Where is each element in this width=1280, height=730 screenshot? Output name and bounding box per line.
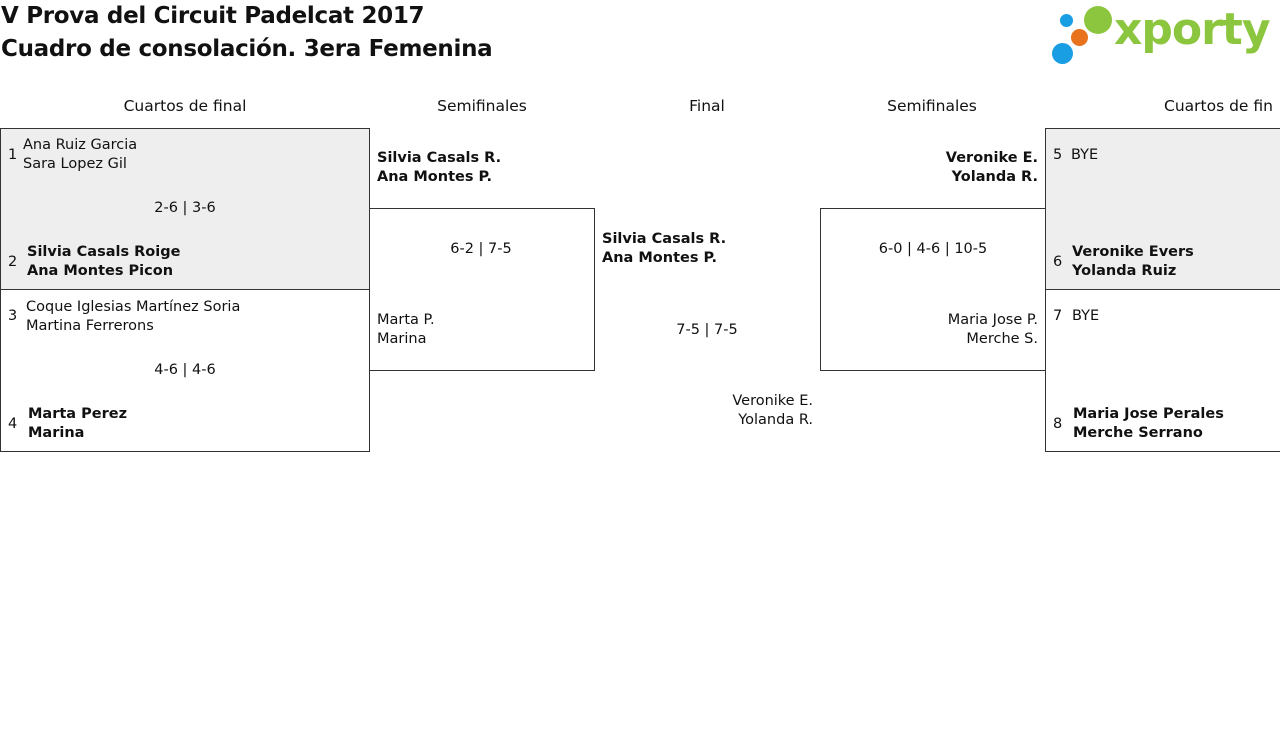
match-score: 2-6 | 3-6 bbox=[154, 200, 216, 216]
round-header-right-quarterfinals: Cuartos de fin bbox=[1164, 97, 1273, 115]
team-player-winner: Silvia Casals Roige bbox=[27, 244, 181, 260]
left-qf-match-2[interactable]: 3 Coque Iglesias Martínez Soria Martina … bbox=[0, 289, 370, 452]
final-team-top-player: Ana Montes P. bbox=[602, 250, 718, 266]
left-sf-match[interactable]: 6-2 | 7-5 Marta P. Marina bbox=[369, 208, 595, 371]
left-sf-team-bottom-player: Marina bbox=[377, 331, 427, 347]
page-subtitle: Cuadro de consolación. 3era Femenina bbox=[1, 36, 493, 62]
team-player: Sara Lopez Gil bbox=[23, 156, 127, 172]
team-player-winner: Marina bbox=[28, 425, 85, 441]
final-team-bottom-player: Veronike E. bbox=[732, 393, 813, 409]
left-sf-team-top-player: Silvia Casals R. bbox=[377, 150, 502, 166]
match-score: 6-2 | 7-5 bbox=[450, 241, 512, 257]
round-header-final: Final bbox=[689, 97, 725, 115]
right-sf-team-top-player: Yolanda R. bbox=[951, 169, 1038, 185]
team-player: BYE bbox=[1072, 308, 1100, 324]
team-player: Martina Ferrerons bbox=[26, 318, 154, 334]
match-score: 4-6 | 4-6 bbox=[154, 362, 216, 378]
team-player-winner: Veronike Evers bbox=[1072, 244, 1194, 260]
seed-number: 4 bbox=[8, 416, 18, 432]
left-sf-team-top-player: Ana Montes P. bbox=[377, 169, 493, 185]
round-header-right-semifinals: Semifinales bbox=[887, 97, 977, 115]
seed-number: 3 bbox=[8, 308, 18, 324]
team-player-winner: Ana Montes Picon bbox=[27, 263, 174, 279]
round-header-left-quarterfinals: Cuartos de final bbox=[123, 97, 247, 115]
right-qf-match-2[interactable]: 7 BYE 8 Maria Jose Perales Merche Serran… bbox=[1045, 289, 1280, 452]
logo-dot-blue-large-icon bbox=[1052, 43, 1073, 64]
team-player-winner: Merche Serrano bbox=[1073, 425, 1203, 441]
seed-number: 7 bbox=[1053, 308, 1063, 324]
team-player-winner: Yolanda Ruiz bbox=[1072, 263, 1177, 279]
seed-number: 5 bbox=[1053, 147, 1063, 163]
seed-number: 2 bbox=[8, 254, 18, 270]
logo-dot-green-icon bbox=[1084, 6, 1112, 34]
team-player: Ana Ruiz Garcia bbox=[23, 137, 138, 153]
match-score: 6-0 | 4-6 | 10-5 bbox=[878, 241, 988, 257]
left-sf-team-bottom-player: Marta P. bbox=[377, 312, 435, 328]
team-player-winner: Marta Perez bbox=[28, 406, 128, 422]
logo-wordmark: xporty bbox=[1114, 4, 1271, 55]
final-team-top-player: Silvia Casals R. bbox=[602, 231, 727, 247]
seed-number: 6 bbox=[1053, 254, 1063, 270]
team-player-winner: Maria Jose Perales bbox=[1073, 406, 1224, 422]
right-sf-team-top-player: Veronike E. bbox=[945, 150, 1038, 166]
logo-dot-blue-small-icon bbox=[1060, 14, 1073, 27]
right-qf-match-1[interactable]: 5 BYE 6 Veronike Evers Yolanda Ruiz bbox=[1045, 128, 1280, 290]
round-header-left-semifinals: Semifinales bbox=[437, 97, 527, 115]
team-player: BYE bbox=[1071, 147, 1099, 163]
right-sf-team-bottom-player: Maria Jose P. bbox=[947, 312, 1038, 328]
right-sf-match[interactable]: 6-0 | 4-6 | 10-5 Maria Jose P. Merche S. bbox=[820, 208, 1046, 371]
seed-number: 8 bbox=[1053, 416, 1063, 432]
right-sf-team-bottom-player: Merche S. bbox=[966, 331, 1038, 347]
team-player: Coque Iglesias Martínez Soria bbox=[26, 299, 241, 315]
final-team-bottom-player: Yolanda R. bbox=[738, 412, 813, 428]
left-qf-match-1[interactable]: 1 Ana Ruiz Garcia Sara Lopez Gil 2-6 | 3… bbox=[0, 128, 370, 290]
page-title: V Prova del Circuit Padelcat 2017 bbox=[1, 3, 425, 29]
logo-dot-orange-icon bbox=[1071, 29, 1088, 46]
xporty-logo[interactable]: xporty bbox=[1050, 4, 1276, 66]
seed-number: 1 bbox=[8, 147, 18, 163]
final-score: 7-5 | 7-5 bbox=[676, 322, 738, 338]
